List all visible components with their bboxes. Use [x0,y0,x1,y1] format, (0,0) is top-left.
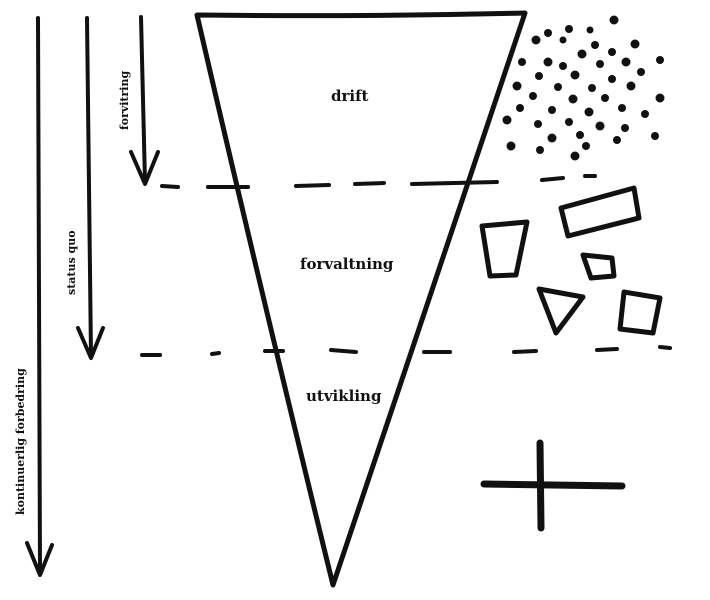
dashed-line-lower [140,345,672,357]
plus-sign [480,439,626,532]
fragment-small-square [580,252,617,281]
arrow-forvitring [129,15,160,186]
level-label-forvaltning: forvaltning [300,255,394,273]
arrow-label-forvitring: forvitring [118,70,131,130]
fragment-cup [479,219,530,279]
fragment-rounded-square [617,289,663,336]
level-label-drift: drift [331,87,369,105]
arrow-status-quo [76,16,105,360]
fragment-triangle [536,286,586,336]
funnel-triangle [194,10,528,588]
arrow-kontinuerlig-forbedring [25,16,54,577]
level-label-utvikling: utvikling [306,387,382,405]
dashed-line-upper [160,174,597,189]
arrow-label-status-quo: status quo [65,230,78,295]
fragments-cluster [479,185,663,336]
dots-cluster [502,15,665,161]
arrow-label-kontinuerlig-forbedring: kontinuerlig forbedring [14,368,27,515]
fragment-rectangle [558,185,642,239]
